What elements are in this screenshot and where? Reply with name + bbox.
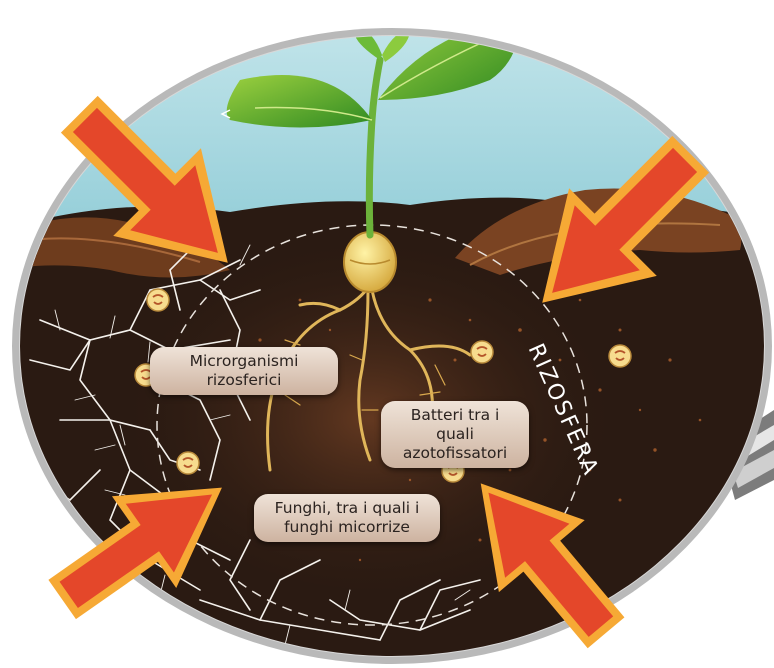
- bacteria-label-line1: Batteri tra i quali: [391, 406, 519, 444]
- seed-tuber-icon: [344, 232, 396, 292]
- bacteria-label-line2: azotofissatori: [391, 444, 519, 463]
- microorganisms-label: Microrganismi rizosferici: [150, 347, 338, 395]
- microorganisms-label-line2: rizosferici: [160, 371, 328, 390]
- fungi-label-line2: funghi micorrize: [264, 518, 430, 537]
- bacteria-label: Batteri tra i quali azotofissatori: [381, 401, 529, 468]
- microorganisms-label-line1: Microrganismi: [160, 352, 328, 371]
- fungi-label: Funghi, tra i quali i funghi micorrize: [254, 494, 440, 542]
- fungi-label-line1: Funghi, tra i quali i: [264, 499, 430, 518]
